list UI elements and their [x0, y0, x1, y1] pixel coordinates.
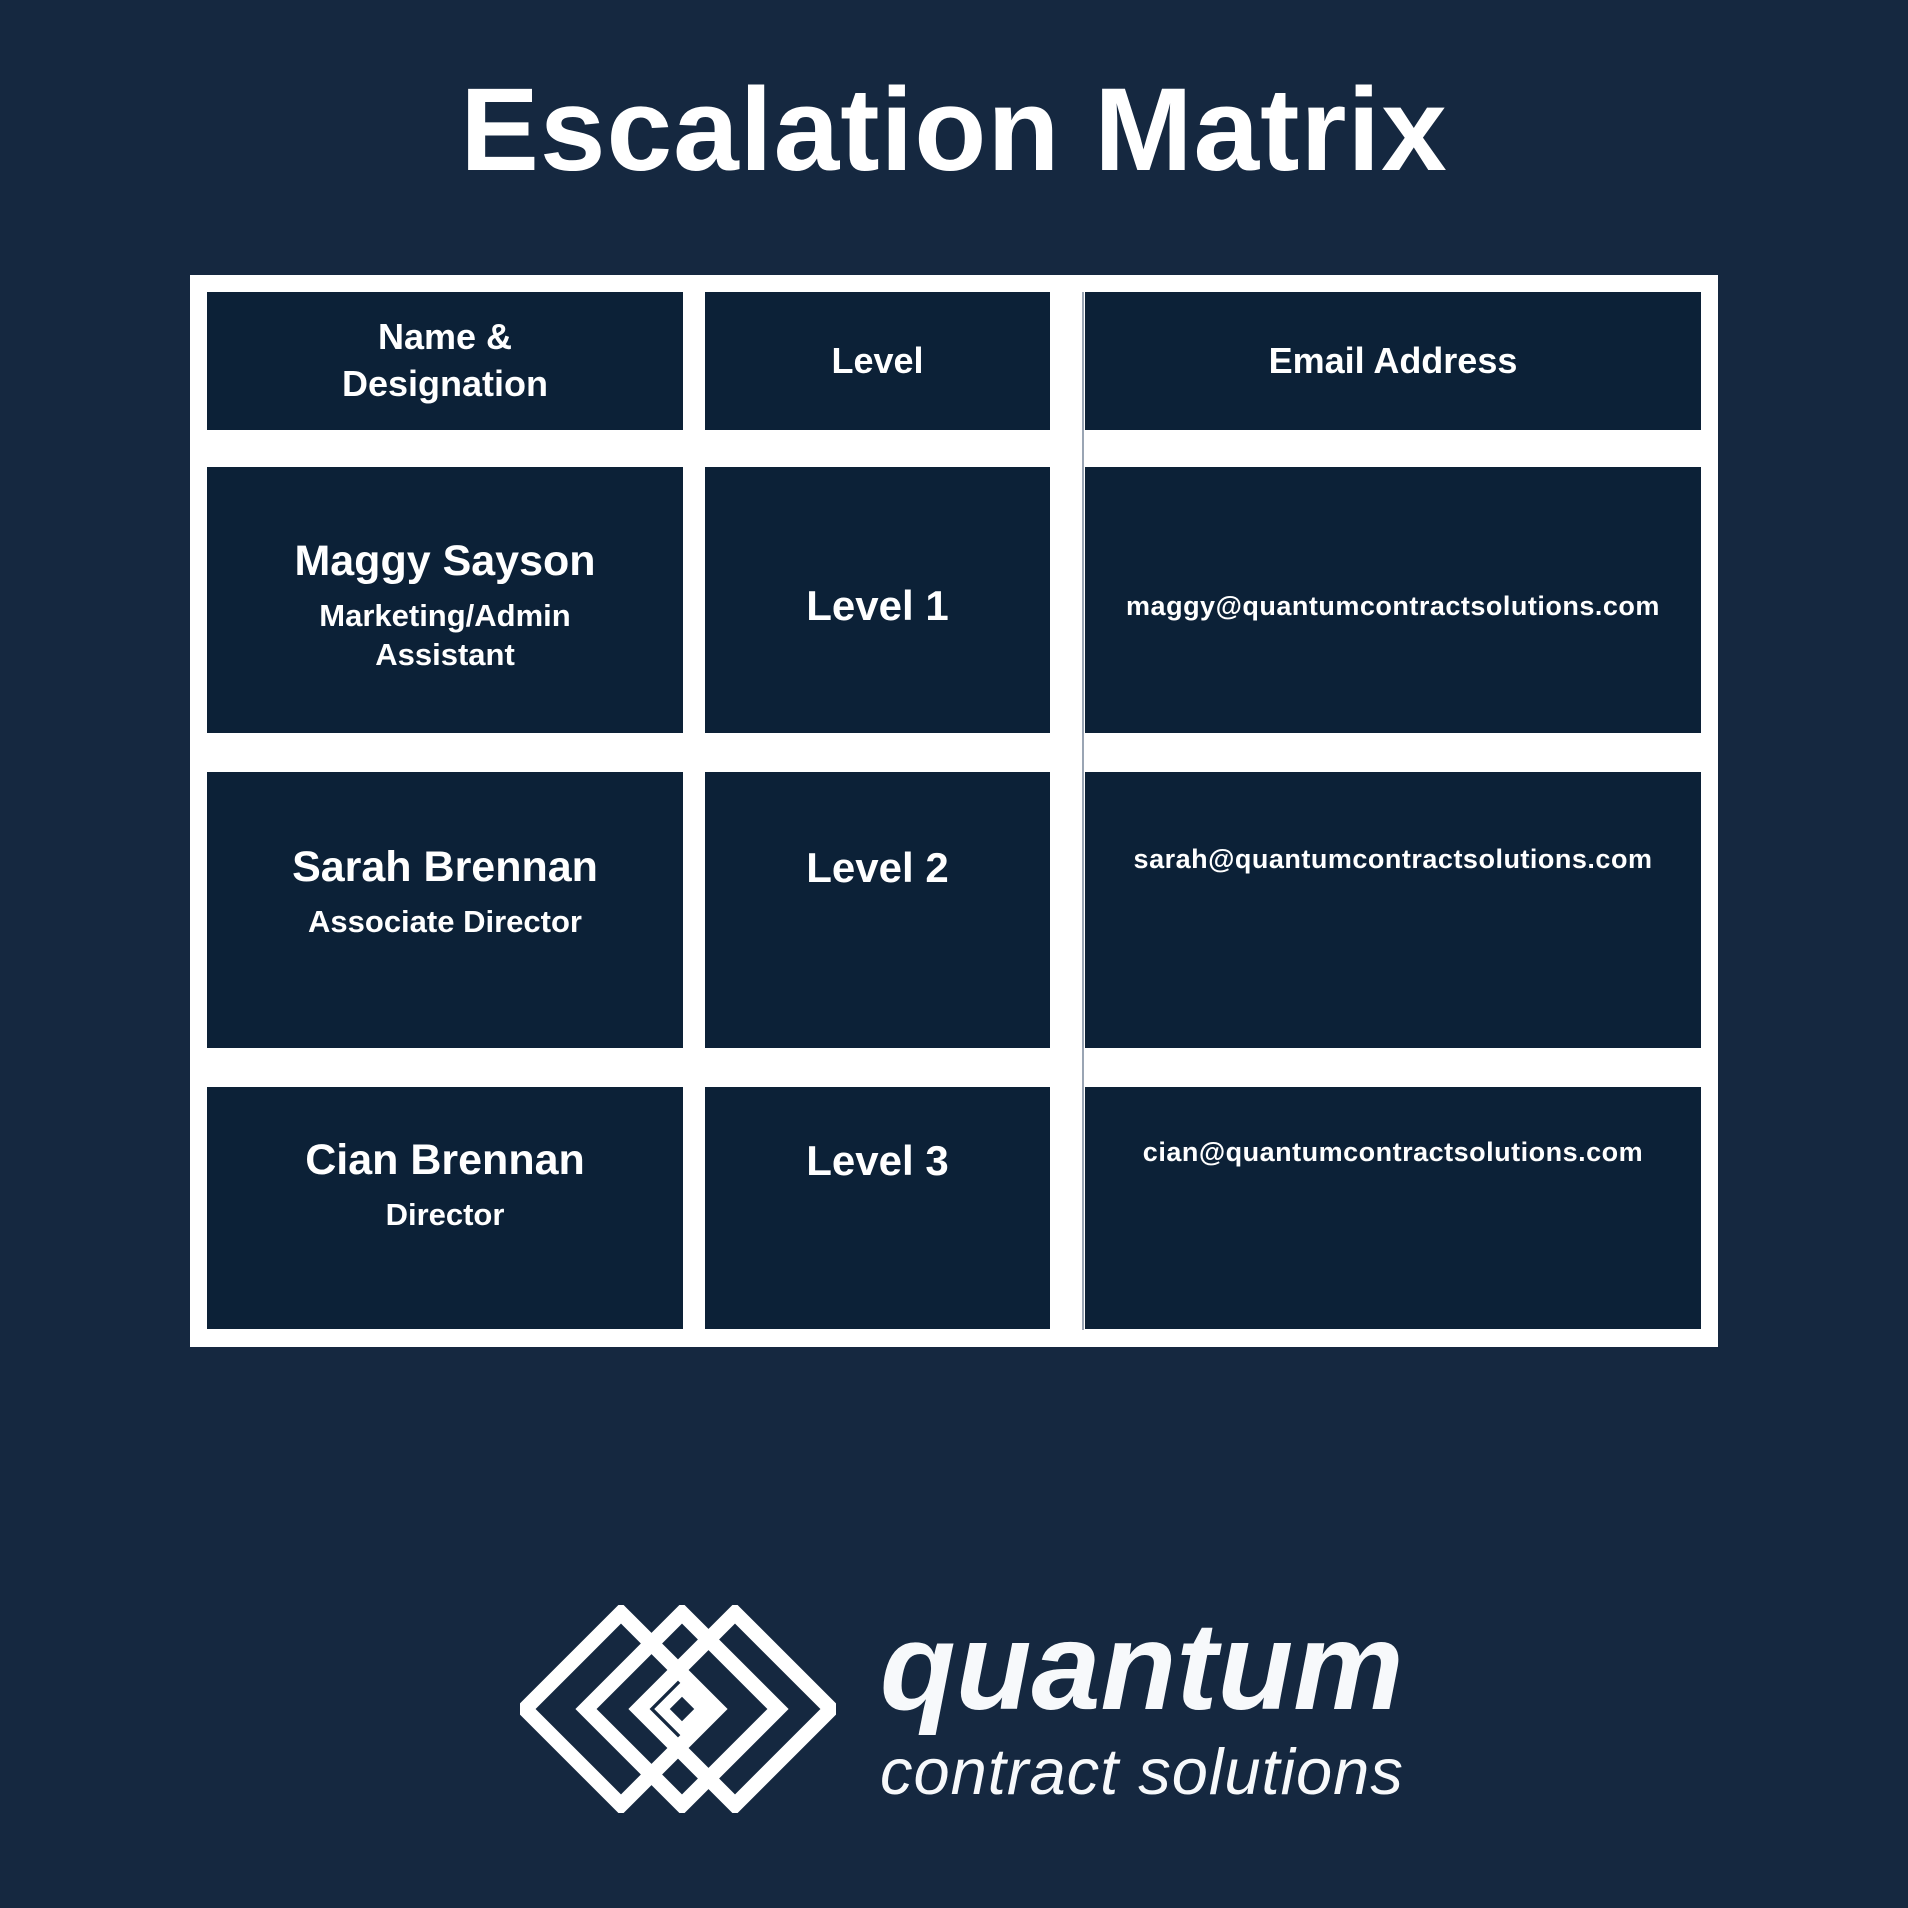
table-row-2-level-cell: Level 2 — [705, 772, 1050, 1048]
table-row-3-level-cell: Level 3 — [705, 1087, 1050, 1329]
table-row-3-name-cell: Cian Brennan Director — [207, 1087, 683, 1329]
person-name: Cian Brennan — [305, 1136, 585, 1184]
table-row-1-name-cell: Maggy Sayson Marketing/Admin Assistant — [207, 467, 683, 733]
brand-tagline: contract solutions — [880, 1735, 1404, 1809]
email-address: maggy@quantumcontractsolutions.com — [1126, 590, 1660, 621]
header-level-label: Level — [831, 339, 924, 381]
escalation-table: Name & Designation Level Email Address M… — [190, 275, 1718, 1347]
person-designation: Marketing/Admin Assistant — [319, 597, 571, 672]
person-designation: Associate Director — [308, 904, 582, 940]
brand-name: quantum — [880, 1597, 1404, 1736]
table-row-2-name-cell: Sarah Brennan Associate Director — [207, 772, 683, 1048]
brand-wordmark: quantum contract solutions — [880, 1597, 1404, 1810]
interlocking-diamonds-icon — [520, 1605, 836, 1813]
table-row-1-email-cell: maggy@quantumcontractsolutions.com — [1085, 467, 1701, 733]
table-row-1-level-cell: Level 1 — [705, 467, 1050, 733]
person-name: Sarah Brennan — [292, 843, 598, 891]
header-level: Level — [705, 292, 1050, 430]
header-name-designation: Name & Designation — [207, 292, 683, 430]
person-designation: Director — [385, 1197, 505, 1233]
level-label: Level 1 — [806, 582, 949, 629]
header-email: Email Address — [1085, 292, 1701, 430]
email-address: sarah@quantumcontractsolutions.com — [1133, 844, 1653, 874]
level-label: Level 3 — [806, 1137, 949, 1184]
email-address: cian@quantumcontractsolutions.com — [1142, 1137, 1644, 1167]
table-row-2-email-cell: sarah@quantumcontractsolutions.com — [1085, 772, 1701, 1048]
brand-logo: quantum contract solutions — [520, 1605, 1404, 1813]
level-label: Level 2 — [806, 844, 949, 891]
header-email-label: Email Address — [1268, 339, 1518, 381]
page-title: Escalation Matrix — [460, 64, 1448, 196]
person-name: Maggy Sayson — [294, 536, 596, 585]
header-name-designation-label: Name & Designation — [341, 316, 548, 404]
table-row-3-email-cell: cian@quantumcontractsolutions.com — [1085, 1087, 1701, 1329]
column-divider — [1082, 292, 1084, 1330]
